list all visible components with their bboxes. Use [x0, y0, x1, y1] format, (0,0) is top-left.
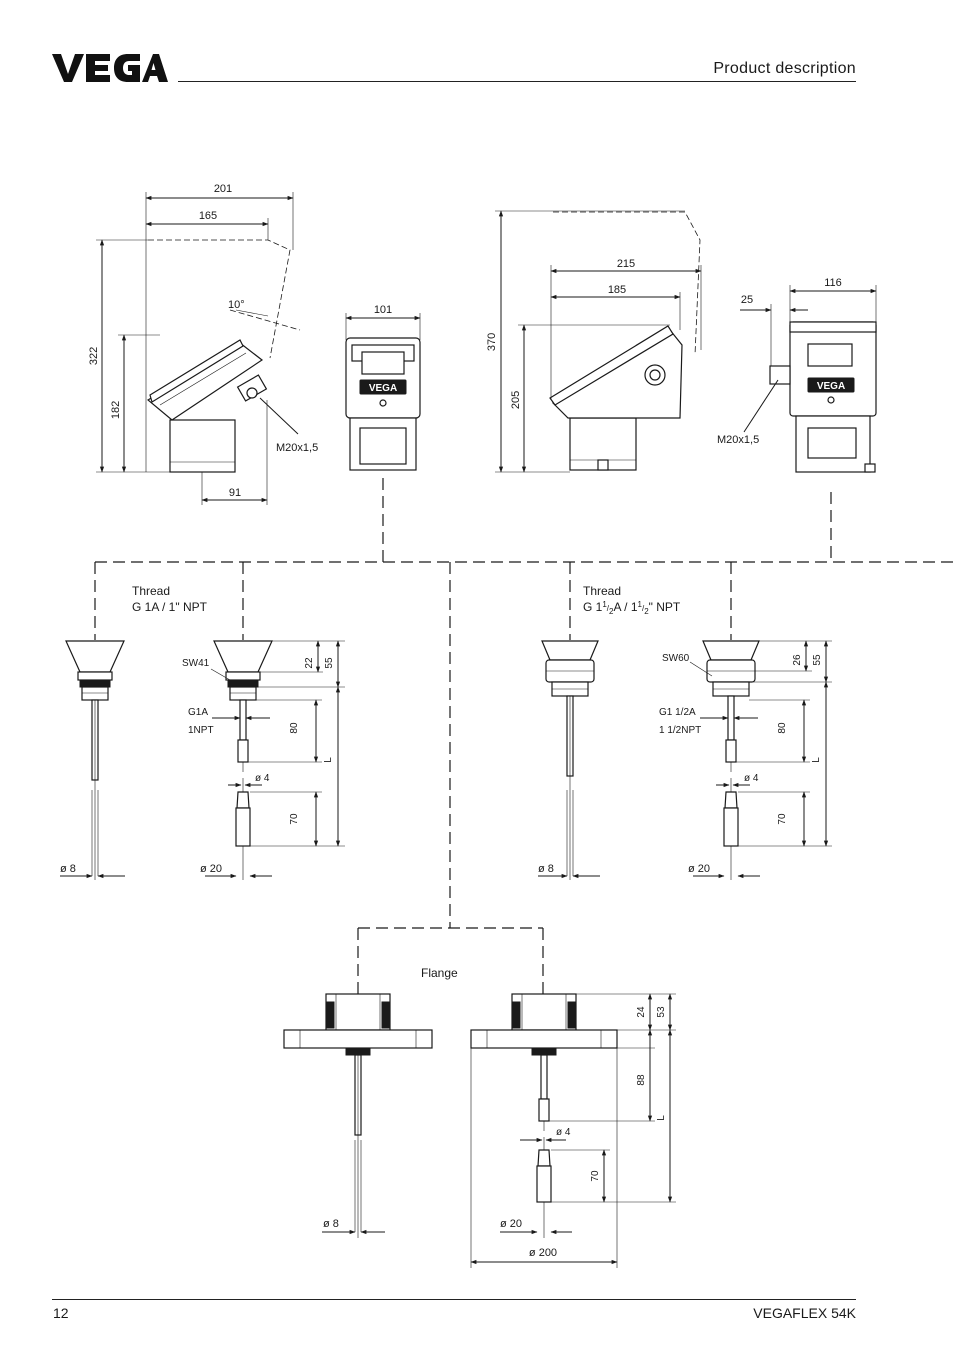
dim-70-small: 70 [289, 813, 300, 825]
svg-text:VEGA: VEGA [817, 381, 845, 392]
footer-rule [52, 1299, 856, 1300]
flange-probe-weight-dims [470, 993, 676, 1268]
dim-thread-a-small: G1A [188, 707, 208, 718]
dim-L-large: L [811, 757, 822, 763]
dim-26: 26 [792, 654, 803, 666]
dim-offset-alu: 25 [741, 294, 753, 306]
dim-70-large: 70 [777, 813, 788, 825]
dim-dia20-large: ø 20 [688, 863, 710, 875]
dim-80-small: 80 [289, 722, 300, 734]
dim-thread-a-large: G1 1/2A [659, 707, 696, 718]
dim-dia4-small: ø 4 [255, 773, 270, 784]
dim-L-small: L [323, 757, 334, 763]
product-name: VEGAFLEX 54K [753, 1305, 856, 1321]
flange-label: Flange [421, 966, 458, 980]
dim-thread-b-large: 1 1/2NPT [659, 725, 701, 736]
housing-front-width-dimension [345, 313, 421, 340]
dim-height-alu: 205 [510, 391, 522, 409]
dim-front-width: 101 [374, 304, 392, 316]
dim-thread-b-small: 1NPT [188, 725, 214, 736]
housing-aluminium-front-dimensions [740, 285, 877, 433]
dim-dia4-flange: ø 4 [556, 1127, 571, 1138]
dim-dia4-large: ø 4 [744, 773, 759, 784]
dim-80-large: 80 [777, 722, 788, 734]
housing-aluminium-dimensions [495, 210, 702, 473]
flange-probe-rope [283, 993, 433, 1238]
dim-70-flange: 70 [590, 1170, 601, 1182]
thread-large-probe-weight-dims [689, 640, 832, 879]
dim-depth: 91 [229, 487, 241, 499]
dim-22: 22 [304, 657, 315, 669]
dim-53: 53 [656, 1006, 667, 1018]
header-rule [178, 81, 856, 82]
dim-height: 182 [110, 401, 122, 419]
vega-logo [52, 54, 168, 82]
dim-dia8-b: ø 8 [538, 863, 554, 875]
thread-large-label-line2: G 11/2A / 11/2" NPT [583, 600, 681, 616]
dim-height-total-alu: 370 [486, 333, 498, 351]
page-number: 12 [53, 1305, 69, 1321]
thread-small-probe-weight-dims [205, 640, 345, 879]
dim-wrench-small: SW41 [182, 658, 210, 669]
dim-55-large: 55 [812, 654, 823, 666]
thread-large-probe-rope [541, 640, 599, 880]
dim-height-total: 322 [88, 347, 100, 365]
dim-dia200: ø 200 [529, 1247, 557, 1259]
thread-large-probe-weight [702, 640, 760, 880]
svg-text:VEGA: VEGA [369, 383, 397, 394]
dim-angle: 10° [228, 299, 245, 311]
dim-dia20-small: ø 20 [200, 863, 222, 875]
dim-width-total-alu: 215 [617, 258, 635, 270]
dim-dia8-flange: ø 8 [323, 1218, 339, 1230]
dim-cable-entry-alu: M20x1,5 [717, 434, 759, 446]
thread-small-probe-weight [213, 640, 273, 880]
flange-probe-weight [470, 993, 618, 1238]
dim-L-flange: L [656, 1115, 667, 1121]
housing-plastic-dimensions [96, 192, 299, 505]
dim-cable-entry: M20x1,5 [276, 442, 318, 454]
dim-front-width-alu: 116 [824, 277, 842, 289]
housing-plastic-front-view: VEGA [345, 337, 421, 471]
page-title: Product description [713, 60, 856, 77]
dim-wrench-large: SW60 [662, 653, 690, 664]
dim-55-small: 55 [324, 657, 335, 669]
thread-large-label-line1: Thread [583, 584, 621, 598]
dim-88: 88 [636, 1074, 647, 1086]
dim-dia8-a: ø 8 [60, 863, 76, 875]
housing-aluminium-side-view [549, 211, 701, 471]
dim-width: 165 [199, 210, 217, 222]
thread-small-label-line2: G 1A / 1" NPT [132, 600, 208, 614]
dim-width-alu: 185 [608, 284, 626, 296]
dim-dia20-flange: ø 20 [500, 1218, 522, 1230]
housing-plastic-side-view [146, 239, 301, 473]
assembly-connectors [94, 478, 954, 995]
housing-aluminium-front-view: VEGA [769, 321, 877, 473]
dim-24: 24 [636, 1006, 647, 1018]
thread-small-probe-rope [65, 640, 125, 880]
dim-overall-width: 201 [214, 183, 232, 195]
thread-small-label-line1: Thread [132, 584, 170, 598]
